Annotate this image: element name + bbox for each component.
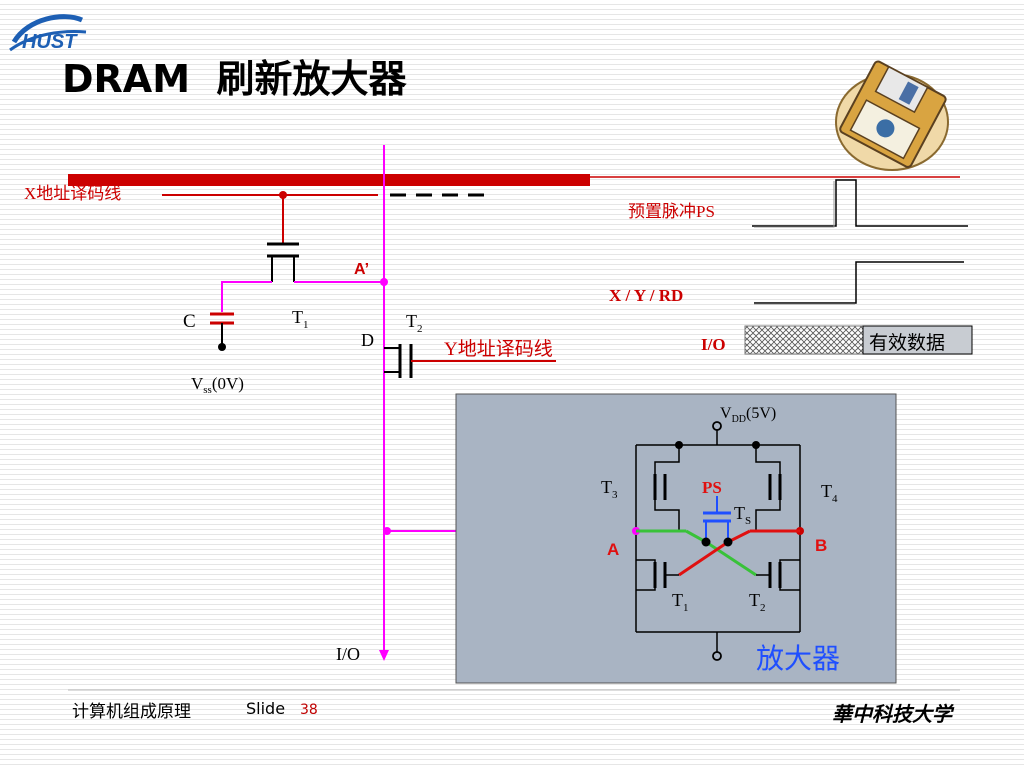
amplifier-label: 放大器	[756, 643, 840, 674]
floppy-disk-icon	[835, 60, 949, 171]
cell-t1-label: T1	[292, 307, 309, 331]
amp-t3-label: T3	[601, 477, 618, 501]
capacitor-c-label: C	[183, 311, 196, 332]
footer-university: 華中科技大学	[832, 702, 952, 726]
y-decoder-label: Y地址译码线	[444, 338, 553, 360]
slide-title: DRAM 刷新放大器	[62, 57, 407, 101]
vss-label: Vss(0V)	[191, 374, 244, 396]
footer-course: 计算机组成原理	[72, 702, 191, 722]
ps-timing-label: 预置脉冲PS	[628, 202, 715, 221]
amplifier-panel	[455, 393, 897, 684]
x-decoder-label: X地址译码线	[24, 184, 121, 203]
logo-text: HUST	[22, 31, 78, 53]
cell-t2-label: T2	[406, 311, 423, 335]
amp-t1-label: T1	[672, 590, 689, 614]
d-label: D	[361, 330, 374, 350]
ps-waveform	[752, 179, 968, 227]
amp-node-b-label: B	[815, 536, 827, 555]
amp-ps-label: PS	[702, 478, 722, 497]
hust-logo: HUST	[9, 14, 87, 53]
amp-node-a-label: A	[607, 540, 619, 559]
rd-timing-label: X / Y / RD	[609, 286, 683, 305]
node-a-prime-label: A’	[354, 261, 369, 278]
footer-slide-number: 38	[300, 702, 318, 718]
amp-ts-label: TS	[734, 503, 751, 527]
red-header-bar	[68, 174, 590, 186]
vdd-label: VDD(5V)	[720, 405, 776, 425]
io-invalid-hatch	[744, 325, 864, 355]
footer-slide-label: Slide	[246, 699, 286, 718]
amp-t4-label: T4	[821, 481, 838, 505]
valid-data-label: 有效数据	[869, 332, 945, 354]
valid-data-box	[862, 325, 973, 355]
io-bottom-label: I/O	[336, 644, 360, 664]
amp-t2-label: T2	[749, 590, 766, 614]
io-timing-label: I/O	[701, 335, 726, 354]
rd-waveform	[754, 261, 964, 304]
